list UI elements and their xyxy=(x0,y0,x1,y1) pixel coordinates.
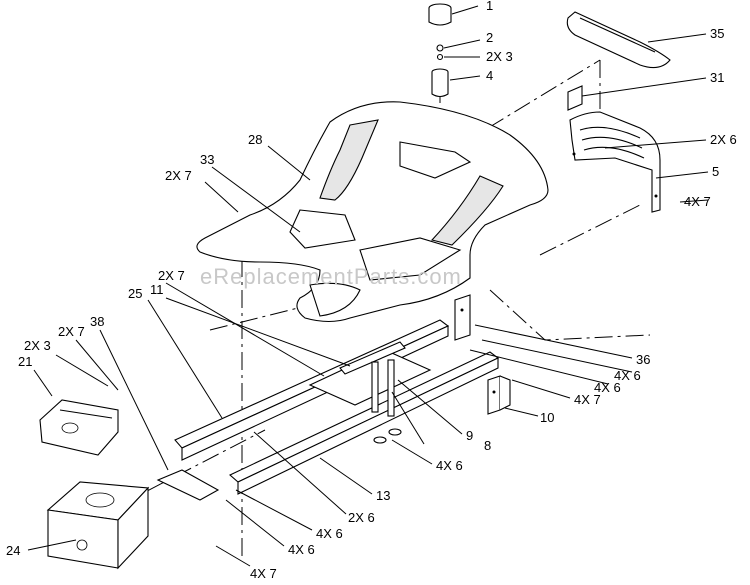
callout-33: 33 xyxy=(200,152,214,167)
callout-10: 10 xyxy=(540,410,554,425)
callout-2x7-lower: 2X 7 xyxy=(158,268,185,283)
callout-38: 38 xyxy=(90,314,104,329)
part-31-plate xyxy=(567,85,583,111)
callout-2x3: 2X 3 xyxy=(486,49,513,64)
callout-25: 25 xyxy=(128,286,142,301)
leader-lines xyxy=(27,5,709,567)
callout-5: 5 xyxy=(712,164,719,179)
callout-36: 36 xyxy=(636,352,650,367)
part-21-shield xyxy=(39,399,119,456)
callout-4: 4 xyxy=(486,68,493,83)
part-36-bracket xyxy=(454,294,471,341)
callout-13: 13 xyxy=(376,488,390,503)
callout-21: 21 xyxy=(18,354,32,369)
part-8-9-uprights xyxy=(371,359,402,444)
part-38-plate xyxy=(156,469,220,501)
callout-4x7-bottom: 4X 7 xyxy=(250,566,277,581)
part-11-crossmember xyxy=(308,341,432,406)
callout-2: 2 xyxy=(486,30,493,45)
callout-2x6-lower: 2X 6 xyxy=(348,510,375,525)
part-35-bar xyxy=(566,11,671,69)
part-1-knob xyxy=(428,3,452,26)
callout-4x6-e: 4X 6 xyxy=(288,542,315,557)
callout-4x6-b: 4X 6 xyxy=(594,380,621,395)
callout-2x3-left: 2X 3 xyxy=(24,338,51,353)
callout-labels: 1 2 2X 3 4 35 31 28 2X 6 5 4X 7 2X 7 33 … xyxy=(6,0,737,581)
part-13-right-rail xyxy=(229,351,500,495)
callout-4x7: 4X 7 xyxy=(684,194,711,209)
callout-11: 11 xyxy=(150,282,164,297)
part-2-3-hardware xyxy=(436,44,444,61)
part-10-bracket xyxy=(487,375,511,415)
callout-1: 1 xyxy=(486,0,493,13)
callout-4x6-a: 4X 6 xyxy=(614,368,641,383)
callout-9: 9 xyxy=(466,428,473,443)
callout-35: 35 xyxy=(710,26,724,41)
callout-2x7: 2X 7 xyxy=(165,168,192,183)
watermark: eReplacementParts.com xyxy=(200,264,462,289)
callout-8: 8 xyxy=(484,438,491,453)
callout-28: 28 xyxy=(248,132,262,147)
callout-24: 24 xyxy=(6,543,20,558)
part-28-fender xyxy=(196,101,549,323)
callout-4x6-c: 4X 6 xyxy=(436,458,463,473)
callout-4x7-right: 4X 7 xyxy=(574,392,601,407)
part-4-cylinder xyxy=(431,68,449,98)
callout-2x6: 2X 6 xyxy=(710,132,737,147)
callout-4x6-d: 4X 6 xyxy=(316,526,343,541)
part-24-base-box xyxy=(46,481,150,570)
part-5-bracket xyxy=(569,111,661,213)
callout-2x7-left: 2X 7 xyxy=(58,324,85,339)
callout-31: 31 xyxy=(710,70,724,85)
